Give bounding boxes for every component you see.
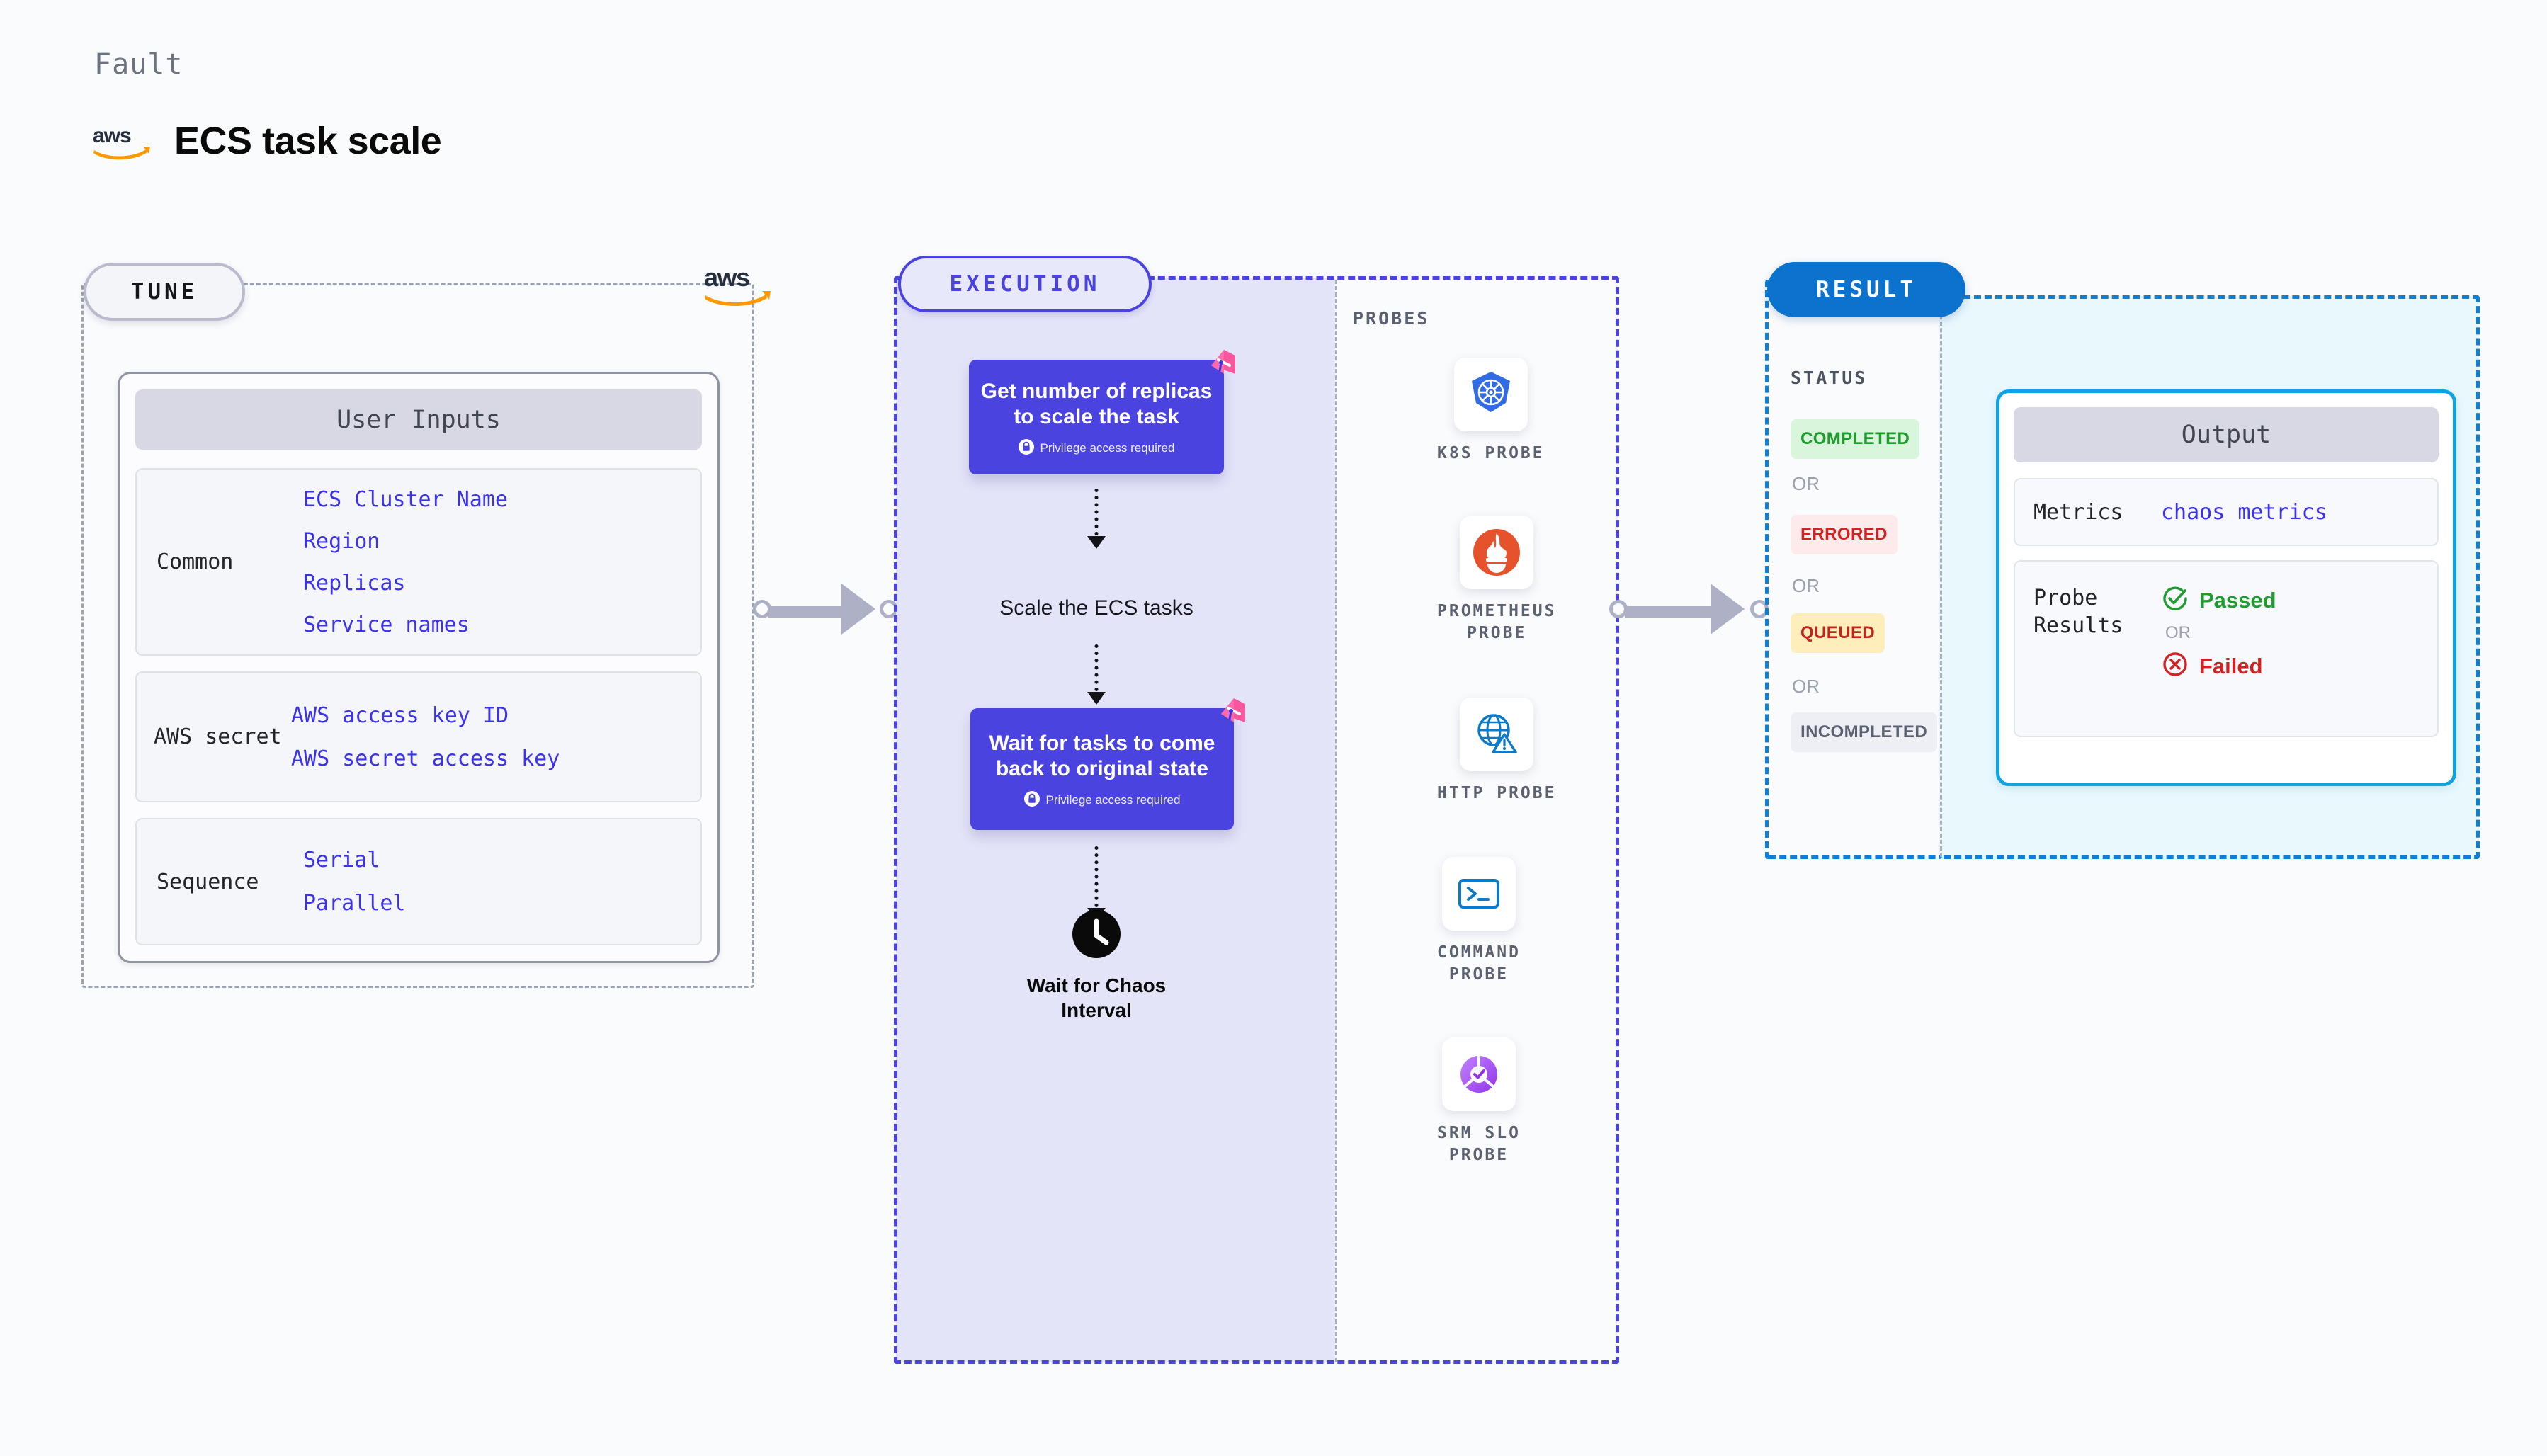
execution-step-title: Get number of replicas to scale the task xyxy=(980,380,1213,428)
probe-label: K8S PROBE xyxy=(1437,444,1545,462)
privilege-note: Privilege access required xyxy=(1018,438,1174,458)
input-value[interactable]: Service names xyxy=(303,612,470,637)
input-group-common: Common ECS Cluster Name Region Replicas … xyxy=(135,468,702,656)
terminal-icon xyxy=(1441,857,1516,931)
output-card: Output Metrics chaos metrics Probe Resul… xyxy=(1996,389,2456,786)
input-group-label: Common xyxy=(157,550,234,574)
or-label: OR xyxy=(1792,473,1820,494)
fault-flag-icon xyxy=(1203,346,1240,382)
result-pill-label: RESULT xyxy=(1816,277,1917,302)
srm-slo-icon xyxy=(1441,1037,1516,1111)
input-value[interactable]: Region xyxy=(303,528,380,554)
result-output-region xyxy=(1939,295,2480,859)
probe-srm-slo[interactable]: SRM SLO PROBE xyxy=(1437,1037,1521,1166)
probe-k8s[interactable]: K8S PROBE xyxy=(1437,358,1545,465)
page-title: aws ECS task scale xyxy=(92,119,442,163)
probe-result-passed: Passed xyxy=(2161,584,2276,616)
execution-step-card-1[interactable]: Get number of replicas to scale the task… xyxy=(969,350,1235,474)
probe-command[interactable]: COMMAND PROBE xyxy=(1437,857,1521,986)
probe-result-values: Passed OR Failed xyxy=(2161,584,2276,682)
privilege-note: Privilege access required xyxy=(1023,790,1180,810)
user-inputs-card: User Inputs Common ECS Cluster Name Regi… xyxy=(118,372,720,963)
fault-flag-icon xyxy=(1213,694,1249,731)
input-value[interactable]: Serial xyxy=(303,848,380,872)
input-group-values: ECS Cluster Name Region Replicas Service… xyxy=(303,487,508,637)
execution-region xyxy=(894,276,1619,1364)
flow-arrow-2 xyxy=(1086,644,1107,705)
connector-tune-execution xyxy=(753,570,898,648)
probe-prometheus[interactable]: PROMETHEUS PROBE xyxy=(1437,516,1556,644)
status-badge-queued: QUEUED xyxy=(1791,613,1885,653)
x-circle-icon xyxy=(2161,650,2189,682)
result-inner-divider xyxy=(1940,283,1942,857)
page-title-text: ECS task scale xyxy=(174,120,442,162)
execution-pill-label: EXECUTION xyxy=(949,271,1101,297)
probe-label: HTTP PROBE xyxy=(1437,784,1557,802)
execution-step-plain-2: Scale the ECS tasks xyxy=(944,596,1249,620)
input-group-values: Serial Parallel xyxy=(303,848,406,916)
output-key: Probe Results xyxy=(2033,586,2123,638)
input-group-label: AWS secret xyxy=(154,724,282,749)
status-badge-incompleted: INCOMPLETED xyxy=(1791,712,1938,752)
result-status-region xyxy=(1765,280,1942,859)
probe-result-failed: Failed xyxy=(2161,650,2276,682)
execution-pill[interactable]: EXECUTION xyxy=(898,256,1152,312)
status-title: STATUS xyxy=(1791,368,1868,388)
svg-text:aws: aws xyxy=(93,124,131,147)
input-value[interactable]: Parallel xyxy=(303,891,406,916)
probes-divider xyxy=(1335,280,1337,1362)
execution-step-card-3[interactable]: Wait for tasks to come back to original … xyxy=(970,698,1245,830)
user-inputs-title: User Inputs xyxy=(135,389,702,450)
probe-label: COMMAND PROBE xyxy=(1437,943,1521,984)
input-value[interactable]: ECS Cluster Name xyxy=(303,487,508,512)
flow-arrow-1 xyxy=(1086,489,1107,549)
output-value-metrics[interactable]: chaos metrics xyxy=(2161,499,2327,525)
svg-text:aws: aws xyxy=(704,263,749,292)
result-pill[interactable]: RESULT xyxy=(1767,262,1965,317)
aws-logo-icon: aws xyxy=(92,121,153,161)
prometheus-icon xyxy=(1460,516,1534,589)
or-label: OR xyxy=(1792,575,1820,596)
input-group-values: AWS access key ID AWS secret access key xyxy=(291,703,560,771)
input-group-label: Sequence xyxy=(157,869,259,894)
tune-pill-label: TUNE xyxy=(130,279,198,305)
input-value[interactable]: AWS secret access key xyxy=(291,746,560,771)
probe-label: PROMETHEUS PROBE xyxy=(1437,602,1557,643)
output-row-probe-results: Probe Results Passed OR xyxy=(2014,560,2439,737)
http-globe-icon xyxy=(1460,698,1534,771)
input-value[interactable]: Replicas xyxy=(303,570,406,596)
tune-pill[interactable]: TUNE xyxy=(84,263,245,321)
execution-step-clock-4: Wait for Chaos Interval xyxy=(997,909,1196,1023)
check-circle-icon xyxy=(2161,584,2189,616)
probe-http[interactable]: HTTP PROBE xyxy=(1437,698,1556,804)
output-row-metrics: Metrics chaos metrics xyxy=(2014,478,2439,546)
lock-icon xyxy=(1023,790,1040,810)
tune-region xyxy=(81,283,754,988)
execution-step-title: Wait for Chaos Interval xyxy=(1026,974,1167,1021)
kubernetes-icon xyxy=(1453,358,1528,431)
connector-execution-result xyxy=(1609,570,1769,648)
probes-title: PROBES xyxy=(1353,308,1430,329)
aws-logo-icon-tune: aws xyxy=(703,261,773,309)
status-badge-errored: ERRORED xyxy=(1791,515,1898,554)
clock-icon xyxy=(1071,909,1122,963)
input-group-sequence: Sequence Serial Parallel xyxy=(135,818,702,945)
probe-label: SRM SLO PROBE xyxy=(1437,1124,1521,1165)
or-label: OR xyxy=(1792,676,1820,697)
lock-icon xyxy=(1018,438,1034,458)
output-key: Metrics xyxy=(2033,499,2123,525)
status-badge-completed: COMPLETED xyxy=(1791,419,1920,459)
eyebrow-label: Fault xyxy=(94,48,183,81)
or-label: OR xyxy=(2165,623,2191,642)
execution-step-title: Scale the ECS tasks xyxy=(999,596,1193,620)
input-value[interactable]: AWS access key ID xyxy=(291,703,509,728)
input-group-aws-secret: AWS secret AWS access key ID AWS secret … xyxy=(135,671,702,802)
execution-step-title: Wait for tasks to come back to original … xyxy=(989,732,1215,780)
output-title: Output xyxy=(2014,407,2439,462)
